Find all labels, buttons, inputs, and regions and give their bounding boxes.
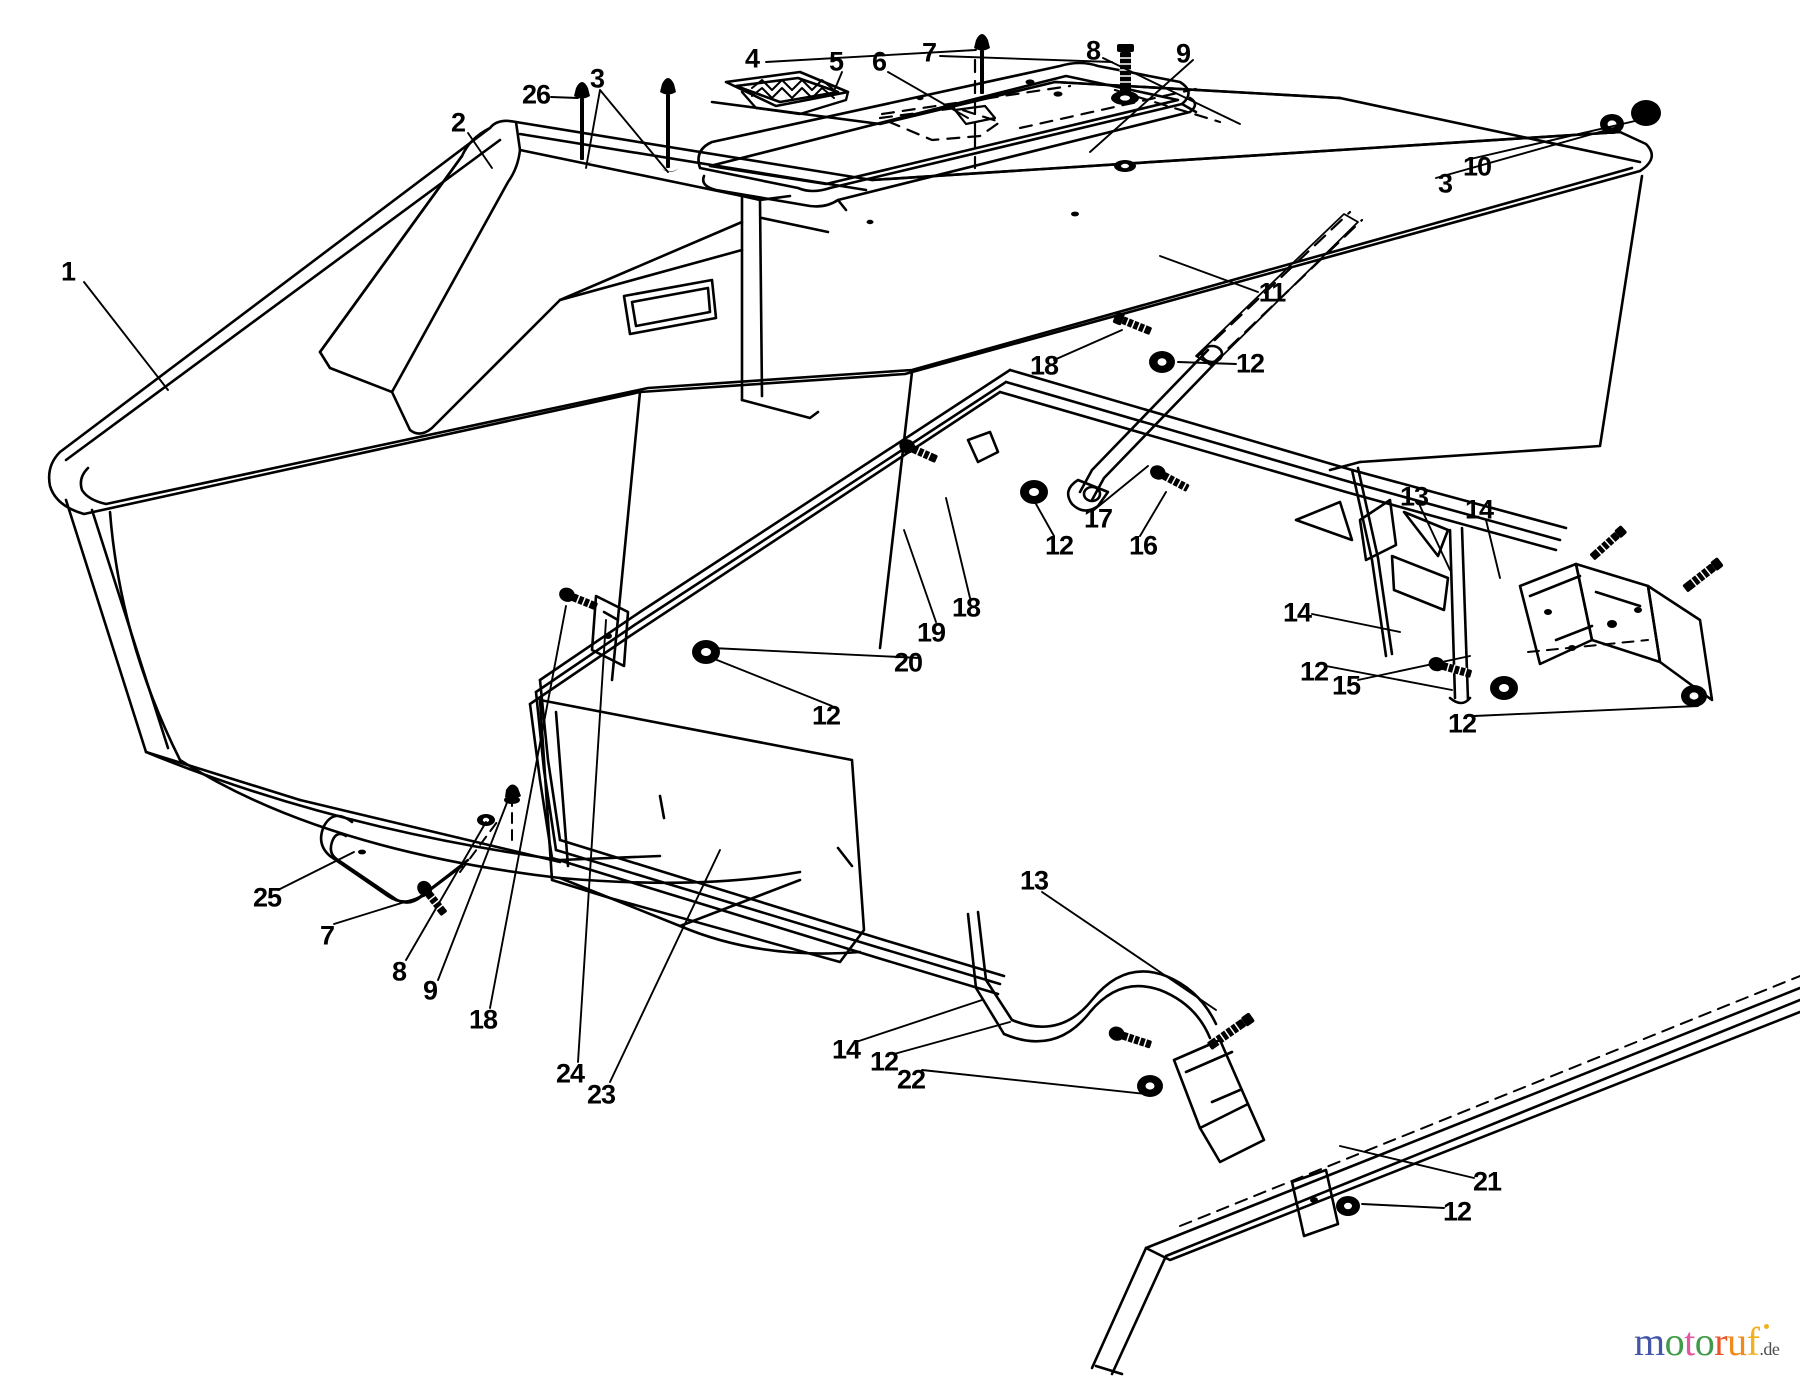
watermark-dot [1764, 1324, 1769, 1329]
watermark-letter: o [1694, 1319, 1715, 1364]
callout-number-24: 24 [555, 1058, 585, 1089]
callout-number-12: 12 [1442, 1196, 1472, 1227]
callout-number-22: 22 [896, 1064, 926, 1095]
callout-number-12: 12 [1447, 708, 1477, 739]
callout-number-11: 11 [1258, 277, 1287, 308]
callout-number-15: 15 [1331, 670, 1361, 701]
callout-number-18: 18 [1029, 350, 1059, 381]
callout-number-3: 3 [1437, 168, 1453, 199]
callout-number-12: 12 [869, 1046, 899, 1077]
callout-number-7: 7 [319, 920, 335, 951]
callout-number-9: 9 [1175, 38, 1191, 69]
callout-number-9: 9 [422, 975, 438, 1006]
callout-number-13: 13 [1399, 481, 1429, 512]
watermark-wordmark: motoruf [1634, 1319, 1760, 1364]
watermark-tld: .de [1759, 1339, 1780, 1359]
callout-number-6: 6 [871, 46, 887, 77]
callout-number-18: 18 [951, 592, 981, 623]
callout-number-26: 26 [521, 79, 551, 110]
callout-number-12: 12 [1235, 348, 1265, 379]
callout-number-1: 1 [60, 256, 76, 287]
callout-number-19: 19 [916, 617, 946, 648]
callout-number-20: 20 [893, 647, 923, 678]
callout-number-7: 7 [921, 37, 937, 68]
callout-number-21: 21 [1472, 1166, 1502, 1197]
callout-number-18: 18 [468, 1004, 498, 1035]
watermark-letter: t [1684, 1319, 1695, 1364]
callout-number-13: 13 [1019, 865, 1049, 896]
callout-number-12: 12 [811, 700, 841, 731]
callout-number-14: 14 [1464, 494, 1494, 525]
callout-number-14: 14 [1282, 597, 1312, 628]
watermark-letter: f [1746, 1319, 1760, 1364]
callout-number-12: 12 [1044, 530, 1074, 561]
motoruf-watermark-logo: motoruf.de [1634, 1320, 1794, 1366]
callout-number-8: 8 [1085, 35, 1101, 66]
callout-number-16: 16 [1128, 530, 1158, 561]
callout-number-5: 5 [828, 46, 844, 77]
watermark-letter: u [1727, 1319, 1747, 1364]
watermark-letter: r [1714, 1319, 1728, 1364]
callout-number-2: 2 [450, 107, 466, 138]
watermark-letter: o [1664, 1319, 1685, 1364]
callout-number-3: 3 [589, 63, 605, 94]
callout-number-4: 4 [744, 43, 760, 74]
callout-number-10: 10 [1462, 151, 1492, 182]
callout-number-23: 23 [586, 1079, 616, 1110]
callout-number-17: 17 [1083, 503, 1113, 534]
callout-number-14: 14 [831, 1034, 861, 1065]
watermark-letter: m [1634, 1319, 1665, 1364]
callout-number-25: 25 [252, 882, 282, 913]
callout-number-8: 8 [391, 956, 407, 987]
callout-number-12: 12 [1299, 656, 1329, 687]
